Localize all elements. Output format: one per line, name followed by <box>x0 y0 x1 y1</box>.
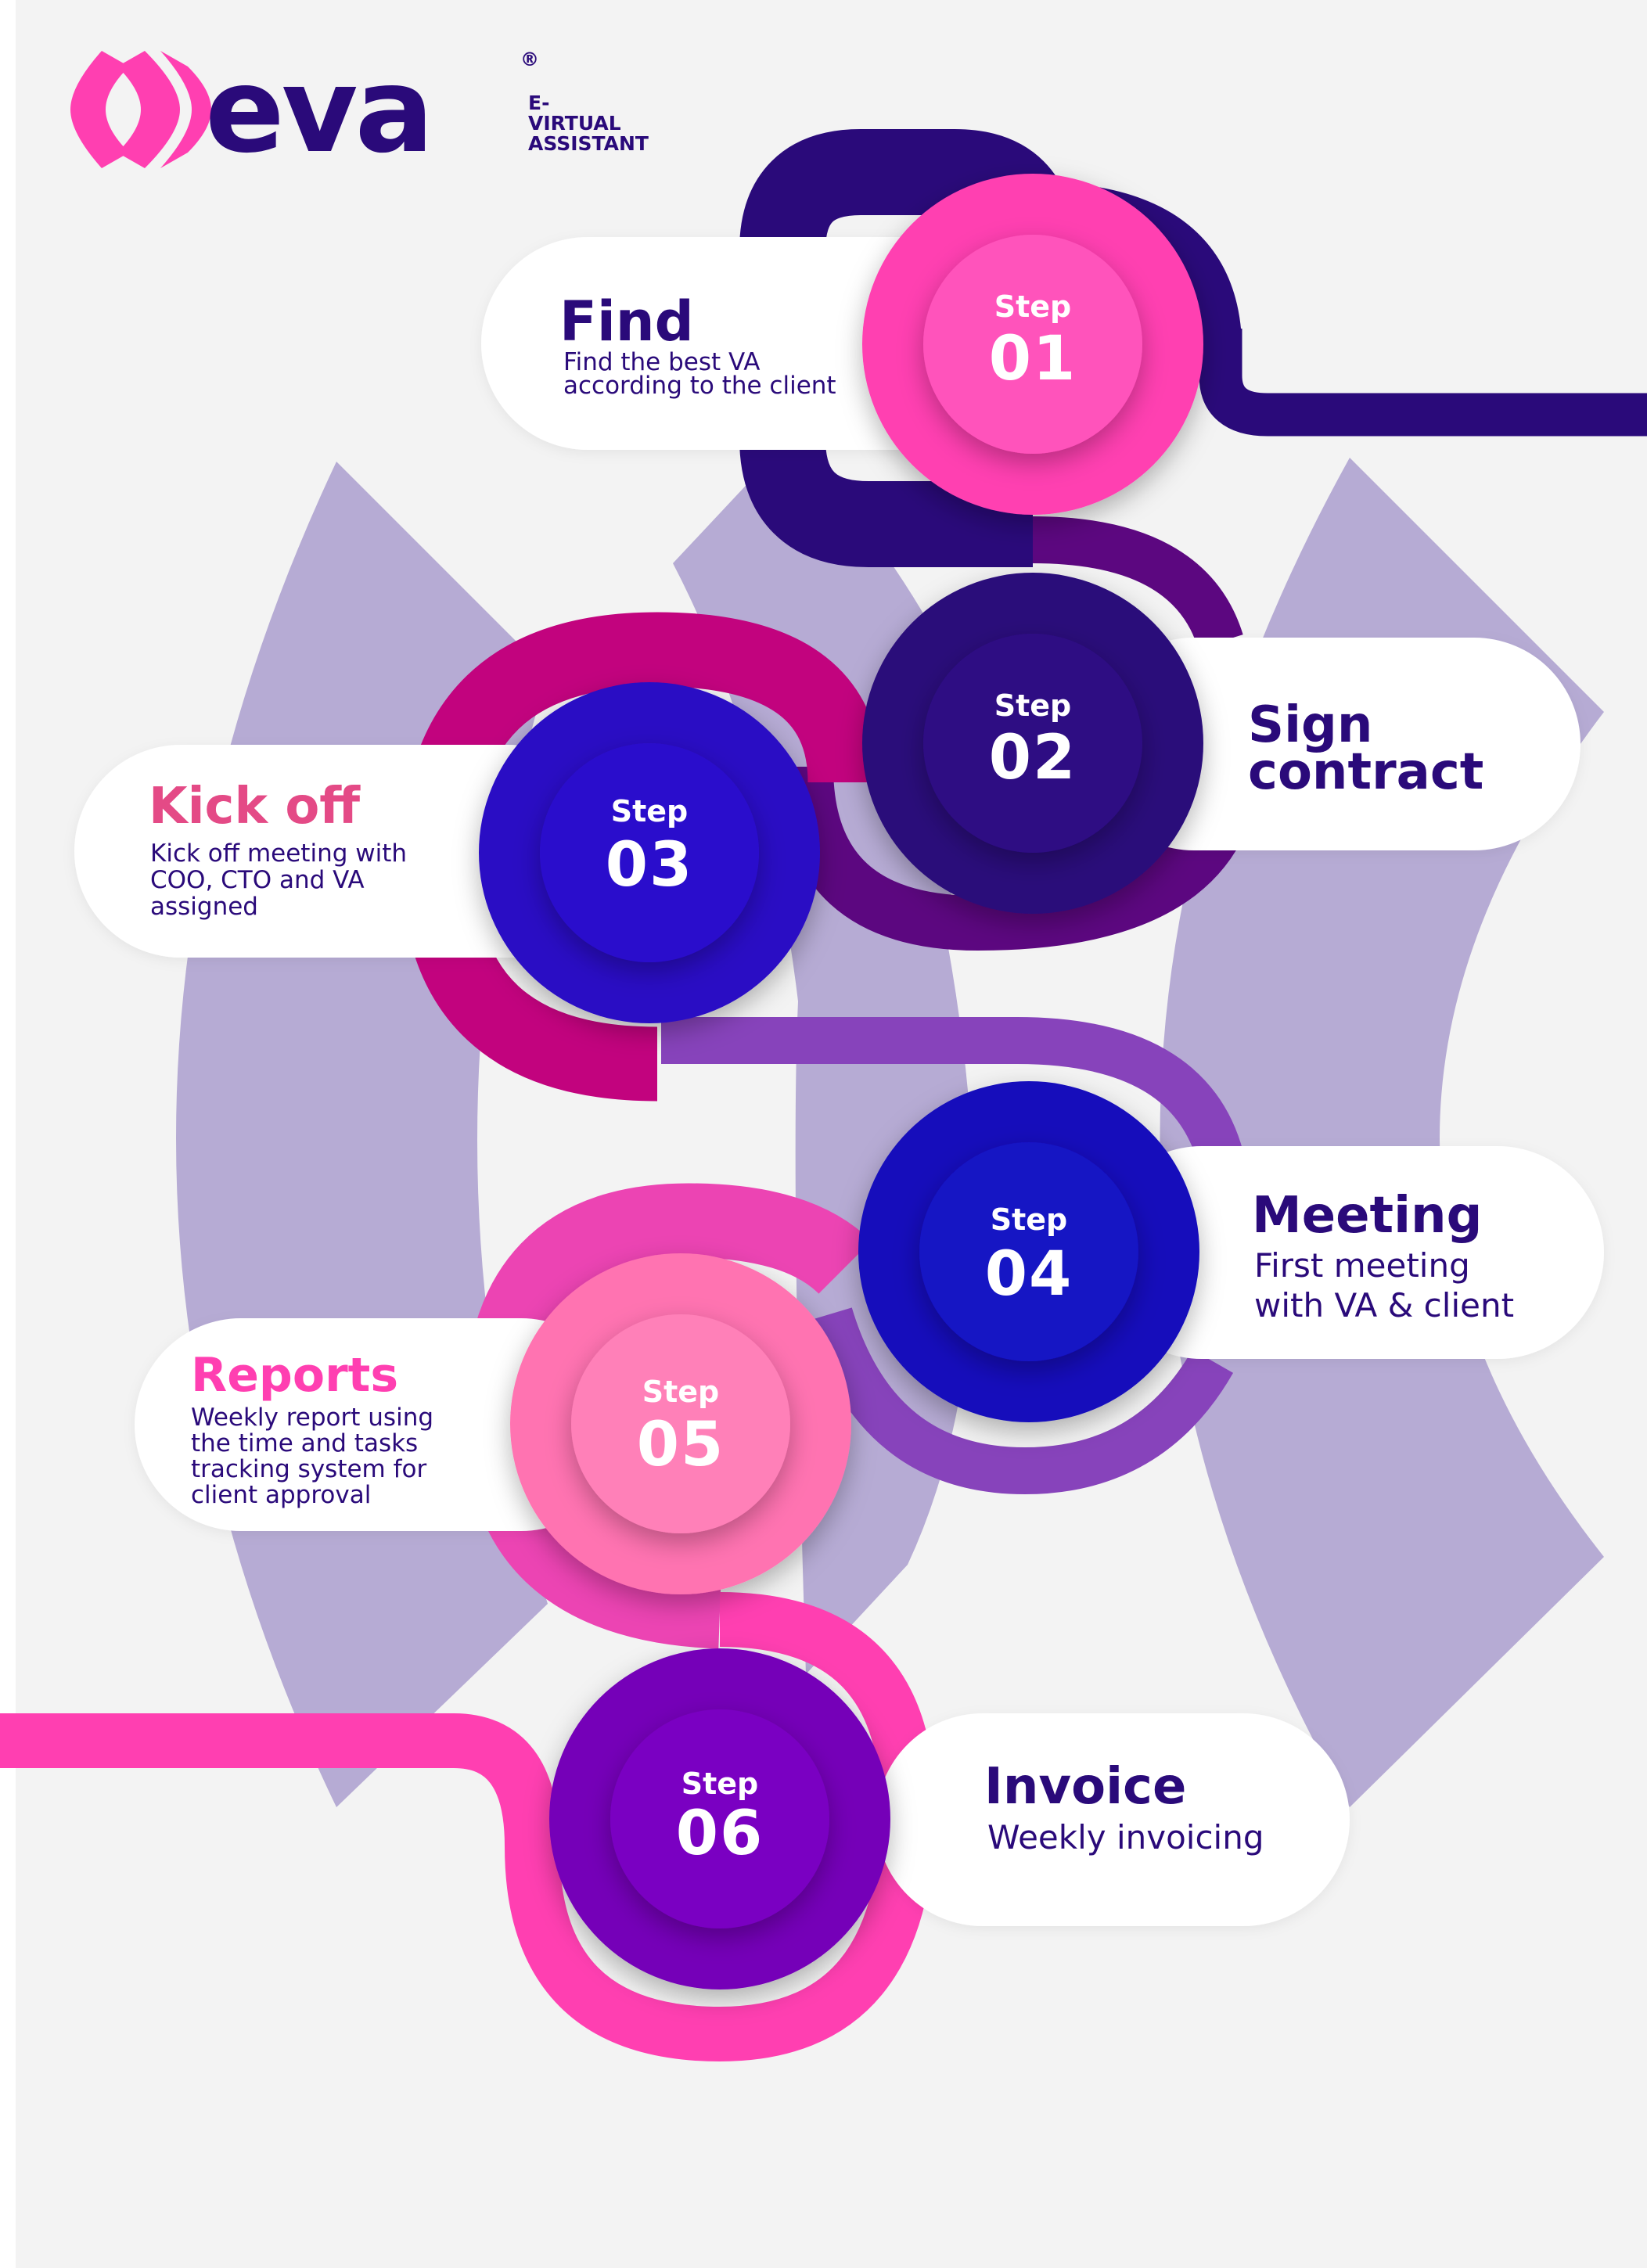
step-02-title-line-2: contract <box>1248 743 1483 801</box>
step-05-label: Step <box>642 1375 720 1409</box>
step-03-desc-line-2: COO, CTO and VA <box>150 866 365 894</box>
step-06-number: 06 <box>676 1799 764 1869</box>
card-step-02 <box>1088 638 1580 850</box>
card-step-05 <box>135 1318 628 1531</box>
brand-logo: eva ® E- VIRTUAL ASSISTANT <box>70 43 649 179</box>
step-circles <box>479 174 1203 1989</box>
connector-05-06 <box>0 1592 936 2062</box>
step-05-desc-line-1: Weekly report using <box>191 1404 433 1432</box>
step-04-desc-line-1: First meeting <box>1254 1246 1470 1285</box>
logo-mark-icon <box>70 51 211 168</box>
step-04-number: 04 <box>985 1239 1073 1310</box>
step-01-desc-line-1: Find the best VA <box>563 348 760 376</box>
step-circle-05 <box>510 1253 851 1594</box>
step-02-title-line-1: Sign <box>1248 696 1372 754</box>
step-01-number: 01 <box>989 324 1077 394</box>
connector-04-ring <box>807 1307 1234 1495</box>
step-04-title: Meeting <box>1252 1187 1482 1245</box>
step-02-number: 02 <box>989 723 1077 793</box>
step-04-label: Step <box>991 1202 1068 1237</box>
connector-03-04 <box>661 1017 1243 1165</box>
logo-wordmark: eva <box>205 43 431 179</box>
step-01-desc-line-2: according to the client <box>563 372 836 400</box>
logo-registered-mark: ® <box>520 49 539 70</box>
logo-tagline-line-2: VIRTUAL <box>528 112 621 135</box>
step-03-desc-line-3: assigned <box>150 893 258 921</box>
step-circle-03 <box>479 682 820 1023</box>
step-circle-02 <box>862 573 1203 914</box>
step-03-desc-line-1: Kick off meeting with <box>150 839 407 868</box>
step-05-desc-line-3: tracking system for <box>191 1455 426 1483</box>
card-texts: Find Find the best VA according to the c… <box>149 289 1514 1856</box>
step-circle-04 <box>858 1081 1199 1422</box>
connectors <box>0 129 1647 2062</box>
step-03-number: 03 <box>606 830 694 900</box>
step-06-label: Step <box>681 1767 759 1801</box>
step-02-label: Step <box>994 688 1072 723</box>
step-05-title: Reports <box>191 1348 398 1403</box>
step-circle-01 <box>862 174 1203 515</box>
step-01-label: Step <box>994 289 1072 324</box>
step-circle-06 <box>549 1648 890 1989</box>
step-06-desc-line-1: Weekly invoicing <box>987 1818 1264 1856</box>
step-labels: Step 01 Step 02 Step 03 Step 04 Step 05 … <box>606 289 1077 1869</box>
logo-tagline-line-3: ASSISTANT <box>528 132 649 155</box>
connector-02-03 <box>779 766 1246 951</box>
connector-01-02 <box>1032 516 1243 649</box>
step-04-desc-line-2: with VA & client <box>1254 1286 1514 1324</box>
cards <box>74 237 1604 1926</box>
connector-top-exit <box>1199 329 1647 437</box>
step-03-title: Kick off <box>149 778 361 836</box>
card-step-06 <box>876 1713 1350 1926</box>
step-06-title: Invoice <box>984 1758 1186 1816</box>
connector-03-ring <box>401 612 883 1102</box>
connector-05-ring <box>463 1183 872 1649</box>
step-05-number: 05 <box>637 1410 725 1480</box>
step-01-title: Find <box>559 289 694 354</box>
logo-tagline-line-1: E- <box>528 92 549 114</box>
card-step-04 <box>1095 1146 1604 1359</box>
step-03-label: Step <box>611 794 689 828</box>
card-step-03 <box>74 745 614 958</box>
step-05-desc-line-4: client approval <box>191 1481 371 1509</box>
step-05-desc-line-2: the time and tasks <box>191 1429 418 1457</box>
